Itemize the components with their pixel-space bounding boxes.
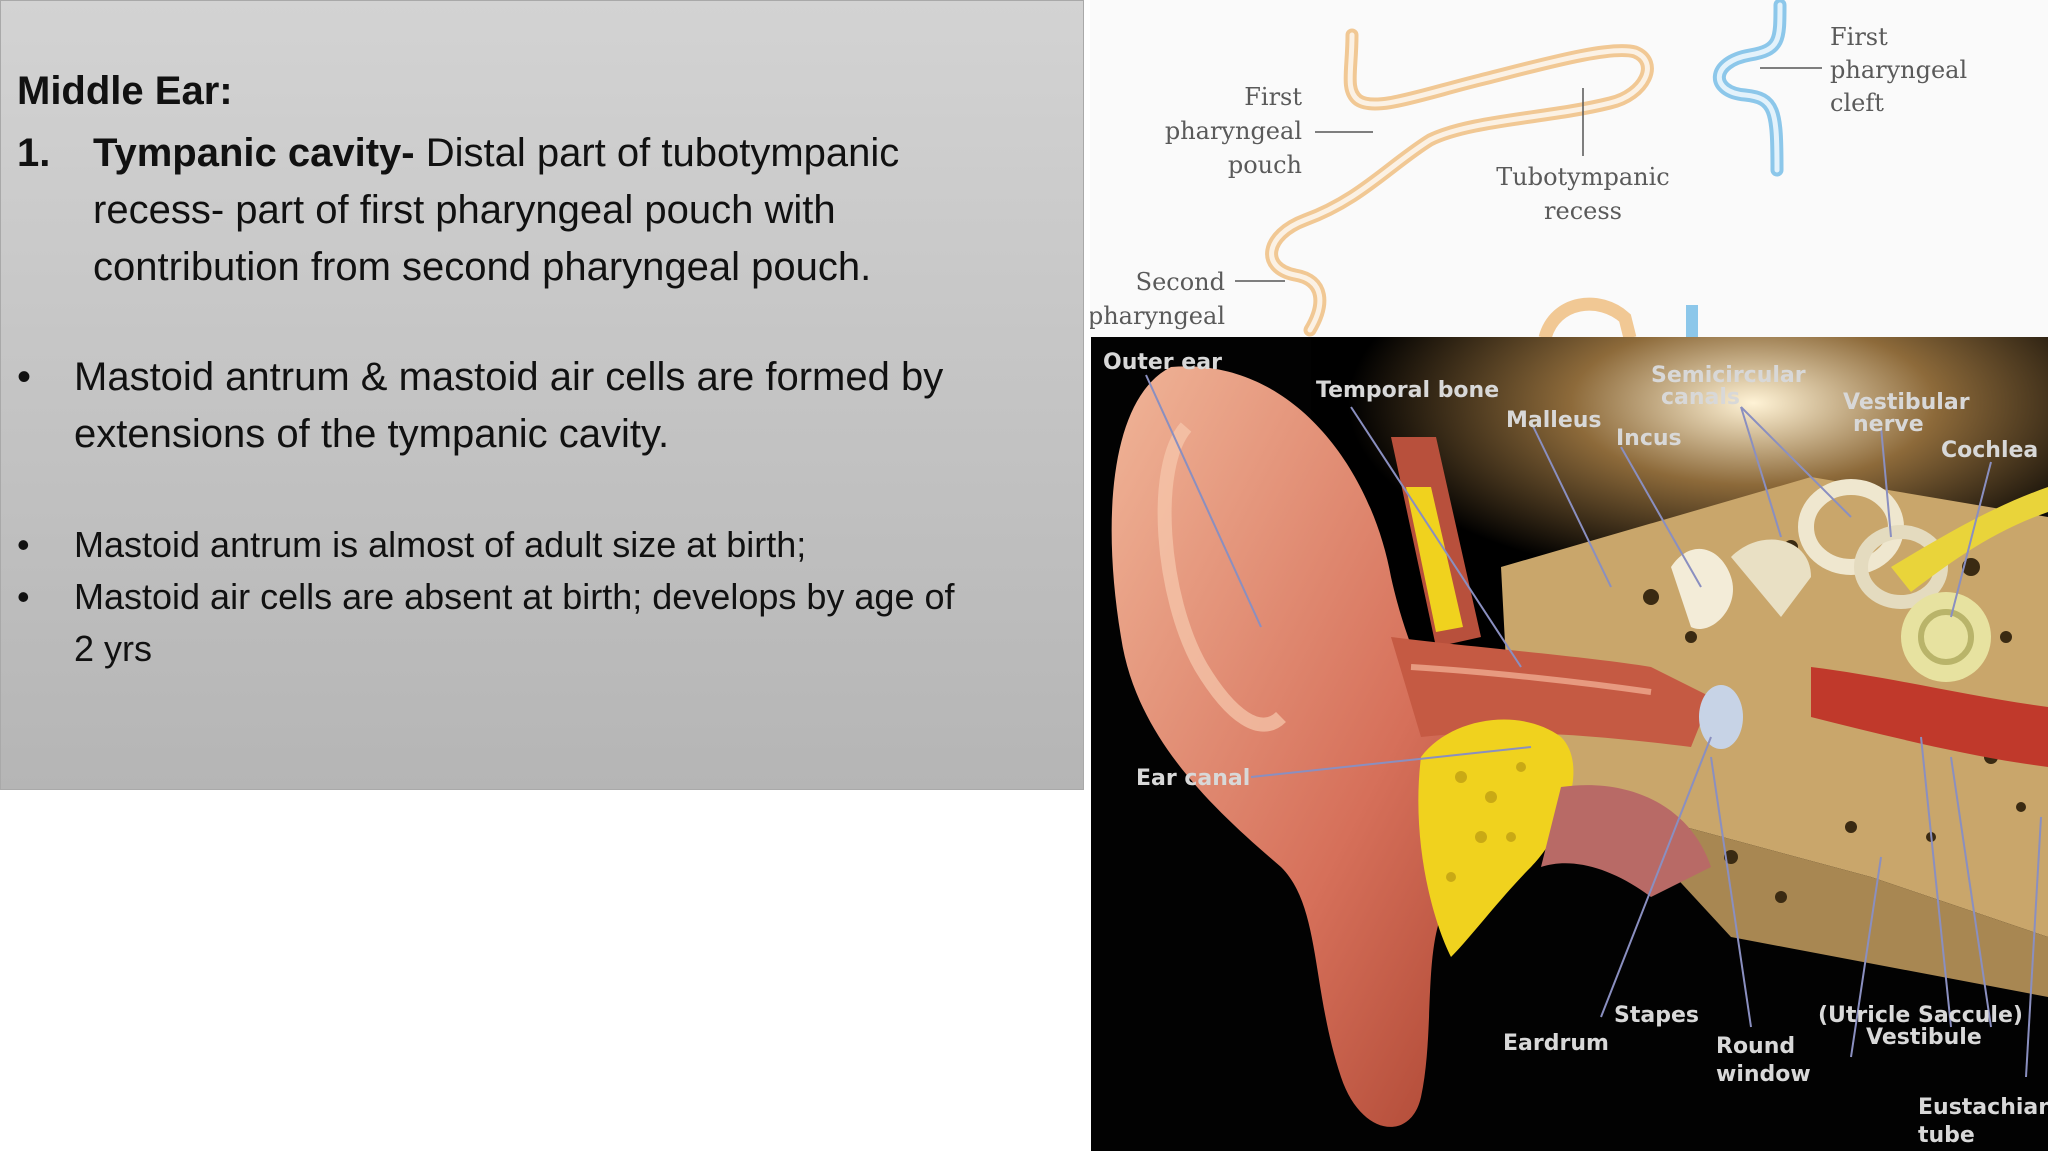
bullet-text: Mastoid antrum is almost of adult size a… <box>74 524 807 565</box>
label-eustachian-1: Eustachian <box>1918 1095 2048 1120</box>
label-vestibular-1: Vestibular <box>1843 390 1970 415</box>
slide-text-panel: Middle Ear: 1. Tympanic cavity- Distal p… <box>0 0 1084 790</box>
label-recess-2: recess <box>1544 197 1622 225</box>
label-recess-1: Tubotympanic <box>1496 163 1669 191</box>
eardrum-shape <box>1699 685 1743 749</box>
label-stapes: Stapes <box>1614 1003 1699 1028</box>
cochlea-shape <box>1901 592 1991 682</box>
label-semicircular-1: Semicircular <box>1651 363 1806 388</box>
item-text: Distal part of tubotympanic recess- part… <box>93 131 900 289</box>
temporal-bone-shape <box>1501 477 2048 937</box>
label-semicircular-2: canals <box>1661 385 1740 410</box>
pharyngeal-pouch-diagram: First pharyngeal pouch Tubotympanic rece… <box>1090 0 2048 338</box>
bone-pores <box>1643 540 2026 903</box>
ear-anatomy-illustration: Outer ear Temporal bone Malleus Incus Se… <box>1091 337 2048 1151</box>
item-body: Tympanic cavity- Distal part of tubotymp… <box>93 125 1023 296</box>
slide-heading: Middle Ear: <box>17 69 233 113</box>
label-vestibule-1: (Utricle Saccule) <box>1818 1003 2023 1028</box>
lower-pouch-shape <box>1538 297 1637 338</box>
label-round-window-1: Round <box>1716 1034 1795 1059</box>
label-vestibular-2: nerve <box>1853 412 1924 437</box>
vestibular-nerve-shape <box>1891 487 2048 592</box>
label-first-pouch-3: pouch <box>1228 151 1302 179</box>
item-number: 1. <box>17 131 51 175</box>
first-cleft-shape <box>1712 0 1787 177</box>
label-cleft-1: First <box>1830 23 1888 51</box>
label-round-window-2: window <box>1716 1062 1811 1087</box>
label-vestibule-2: Vestibule <box>1866 1025 1982 1050</box>
label-cochlea: Cochlea <box>1941 438 2038 463</box>
malleus-shape <box>1671 548 1733 629</box>
pinna-shape <box>1111 366 1511 1127</box>
incus-shape <box>1731 539 1811 617</box>
label-temporal-bone: Temporal bone <box>1316 378 1499 403</box>
label-cleft-2: pharyngeal <box>1830 56 1967 84</box>
label-incus: Incus <box>1616 426 1682 451</box>
label-ear-canal: Ear canal <box>1136 766 1250 791</box>
bullet-symbol: • <box>17 524 30 565</box>
label-eustachian-2: tube <box>1918 1123 1975 1148</box>
label-outer-ear: Outer ear <box>1103 350 1222 375</box>
label-cleft-3: cleft <box>1830 89 1884 117</box>
label-first-pouch-1: First <box>1244 83 1302 111</box>
label-second-pouch-2: pharyngeal <box>1090 302 1225 330</box>
ear-canal-shape <box>1391 637 1711 747</box>
bullet-text: Mastoid antrum & mastoid air cells are f… <box>74 355 944 456</box>
bullet-symbol: • <box>17 576 30 617</box>
label-first-pouch-2: pharyngeal <box>1165 117 1302 145</box>
eustachian-tube-shape <box>1811 667 2048 767</box>
label-eardrum: Eardrum <box>1503 1031 1609 1056</box>
label-malleus: Malleus <box>1506 408 1602 433</box>
item-term: Tympanic cavity- <box>93 131 415 175</box>
bullet-text: Mastoid air cells are absent at birth; d… <box>74 576 955 669</box>
label-second-pouch-1: Second <box>1136 268 1225 296</box>
bullet-symbol: • <box>17 355 32 399</box>
wax-strip <box>1406 487 1463 632</box>
